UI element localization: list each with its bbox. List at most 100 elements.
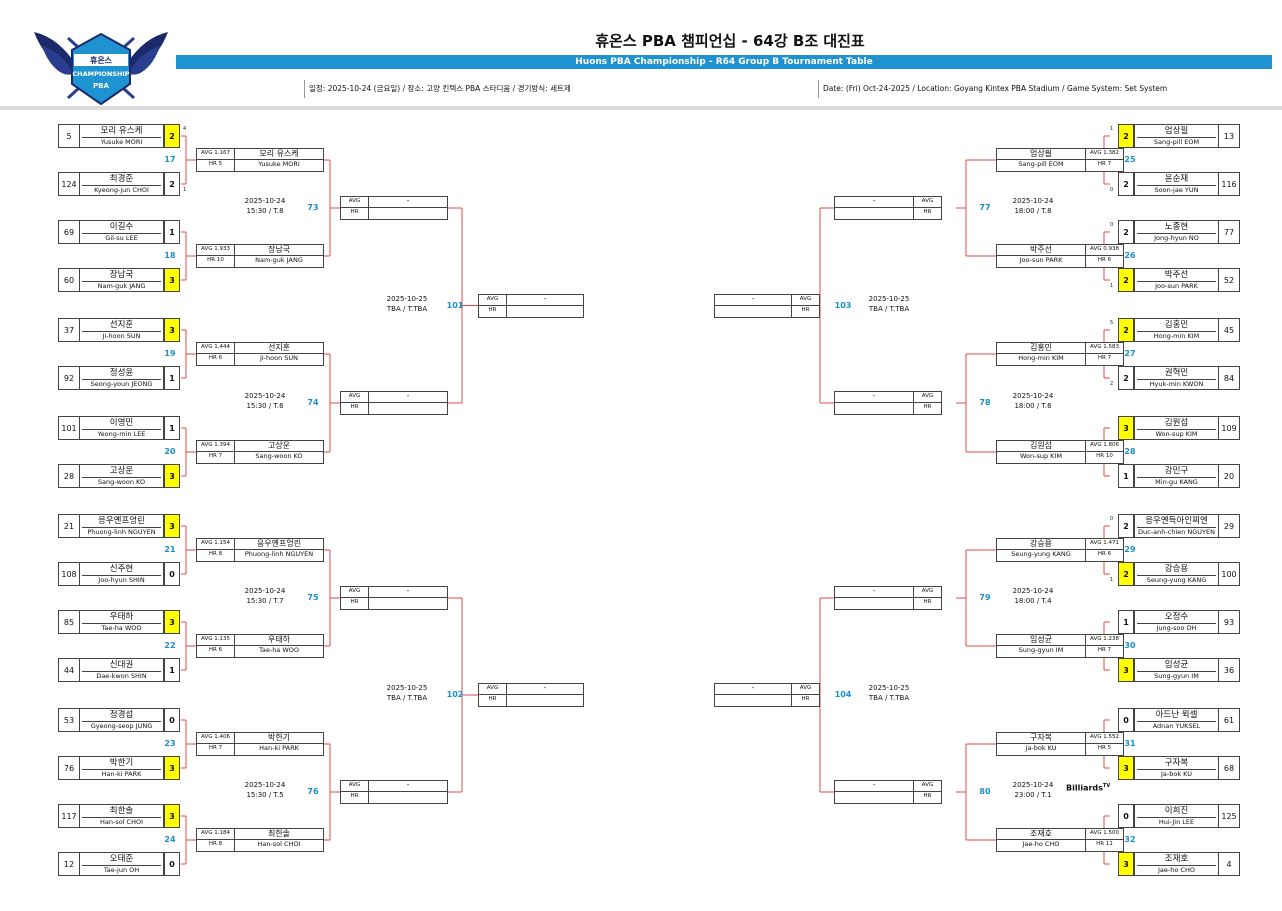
player-high-run: HR 10 [1096, 453, 1113, 459]
player-name-korean: 오태준 [109, 854, 134, 864]
player-name-korean: 선지훈 [109, 320, 134, 330]
match-number: 102 [446, 690, 464, 699]
match-number: 30 [1124, 641, 1136, 650]
avg-label: AVG [914, 587, 941, 598]
player-name-english: Jae-ho CHO [1022, 840, 1060, 848]
player-average: AVG 1.154 [197, 539, 234, 550]
player-score: 2 [1118, 562, 1134, 586]
svg-text:CHAMPIONSHIP: CHAMPIONSHIP [72, 70, 129, 78]
player-average: AVG 0.938 [1086, 245, 1123, 256]
slot-name: - [507, 295, 583, 317]
hr-label: HR [923, 209, 932, 215]
player-name-korean: 응우옌득아인찌엔 [1145, 516, 1208, 526]
match-date: 2025-10-24 [244, 781, 286, 789]
player-name-korean: 이희진 [1164, 806, 1189, 816]
player-score: 3 [164, 268, 180, 292]
player-average: AVG 1.444 [197, 343, 234, 354]
player-name-korean: 정경섭 [109, 710, 134, 720]
pba-logo: 휴온스 CHAMPIONSHIP PBA [34, 32, 168, 106]
player-seed: 60 [58, 268, 80, 292]
hr-label: HR [350, 793, 359, 799]
empty-line [835, 403, 913, 414]
player-seed: 20 [1218, 464, 1240, 488]
placeholder-dash: - [835, 587, 913, 598]
match-number: 78 [979, 398, 991, 407]
placeholder-dash: - [369, 392, 447, 403]
header-divider [0, 106, 1282, 110]
match-number: 26 [1124, 251, 1136, 260]
player-score: 3 [164, 610, 180, 634]
player-score: 1 [1118, 464, 1134, 488]
player-seed: 77 [1218, 220, 1240, 244]
match-number: 25 [1124, 155, 1136, 164]
